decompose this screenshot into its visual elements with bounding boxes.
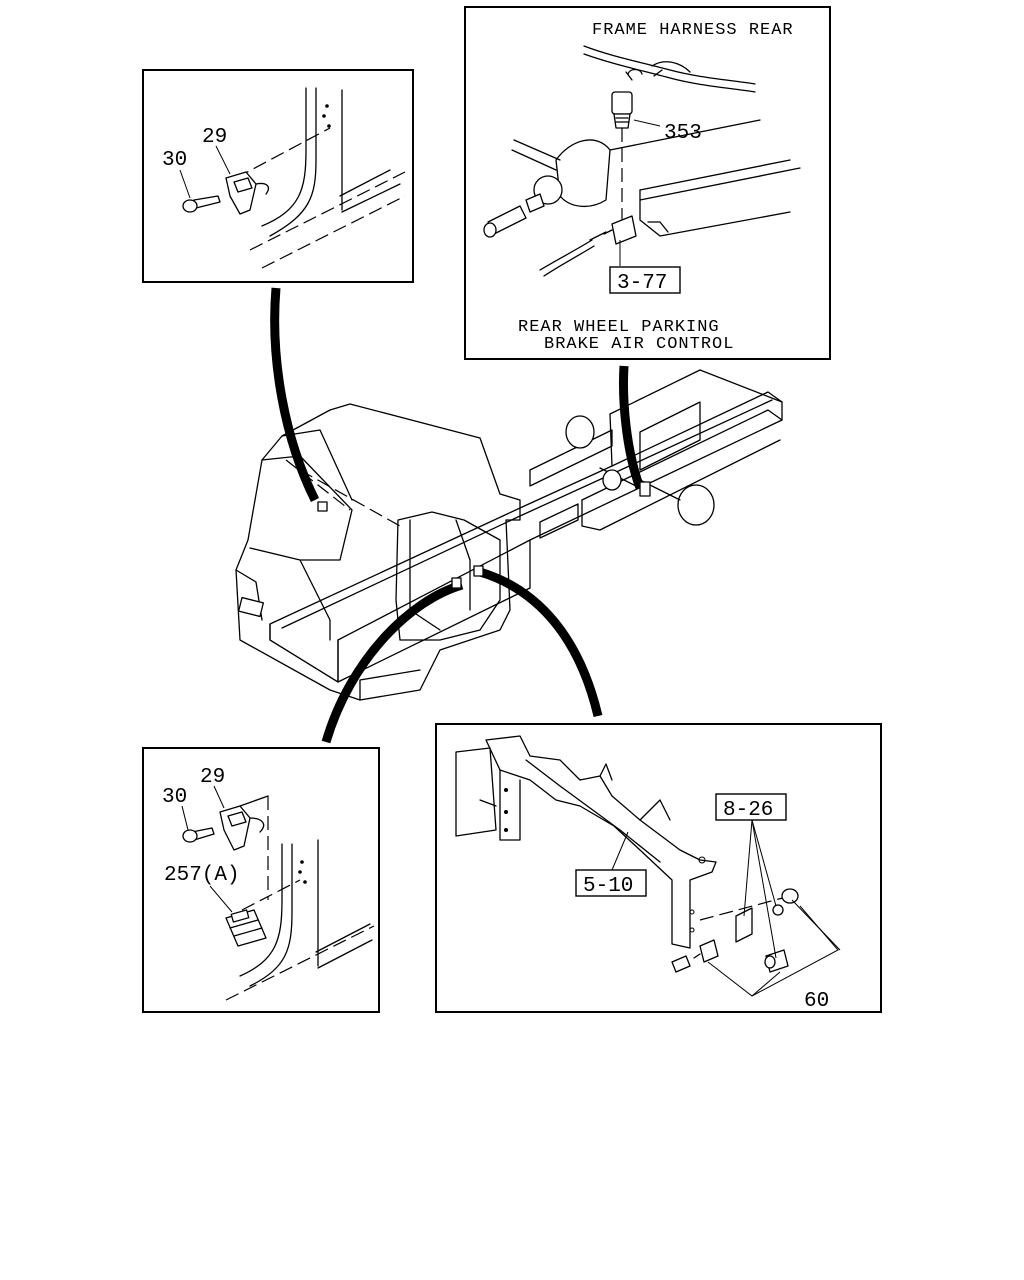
callout-ref-8-26: 8-26 (723, 799, 773, 822)
caption-line-1: REAR WHEEL PARKING (518, 318, 720, 337)
detail-box-parking-brake: 3-77 353 FRAME HARNESS REAR REAR WHEEL P… (464, 6, 831, 360)
truck-cab (235, 403, 521, 701)
caption-line-2: BRAKE AIR CONTROL (544, 335, 734, 354)
callout-ref-5-10: 5-10 (583, 875, 633, 898)
detail-box-frame-switch: 8-26 5-10 60 (435, 723, 882, 1013)
detail-box-lower-clip: 29 30 257(A) (142, 747, 380, 1013)
callout-lamp-257a: 257(A) (164, 864, 240, 887)
chassis-frame (269, 369, 783, 683)
detail-box-upper-clip: 29 30 (142, 69, 414, 283)
callout-switch-353: 353 (664, 122, 702, 145)
callout-bolt-30-lower: 30 (162, 786, 187, 809)
leader-lines (270, 287, 645, 744)
vehicle-overview (235, 369, 783, 701)
callout-switch-60: 60 (804, 990, 829, 1013)
callout-clip-29: 29 (202, 126, 227, 149)
callout-bolt-30: 30 (162, 149, 187, 172)
callout-ref-3-77: 3-77 (617, 272, 667, 295)
harness-label: FRAME HARNESS REAR (592, 21, 794, 40)
callout-clip-29-lower: 29 (200, 766, 225, 789)
